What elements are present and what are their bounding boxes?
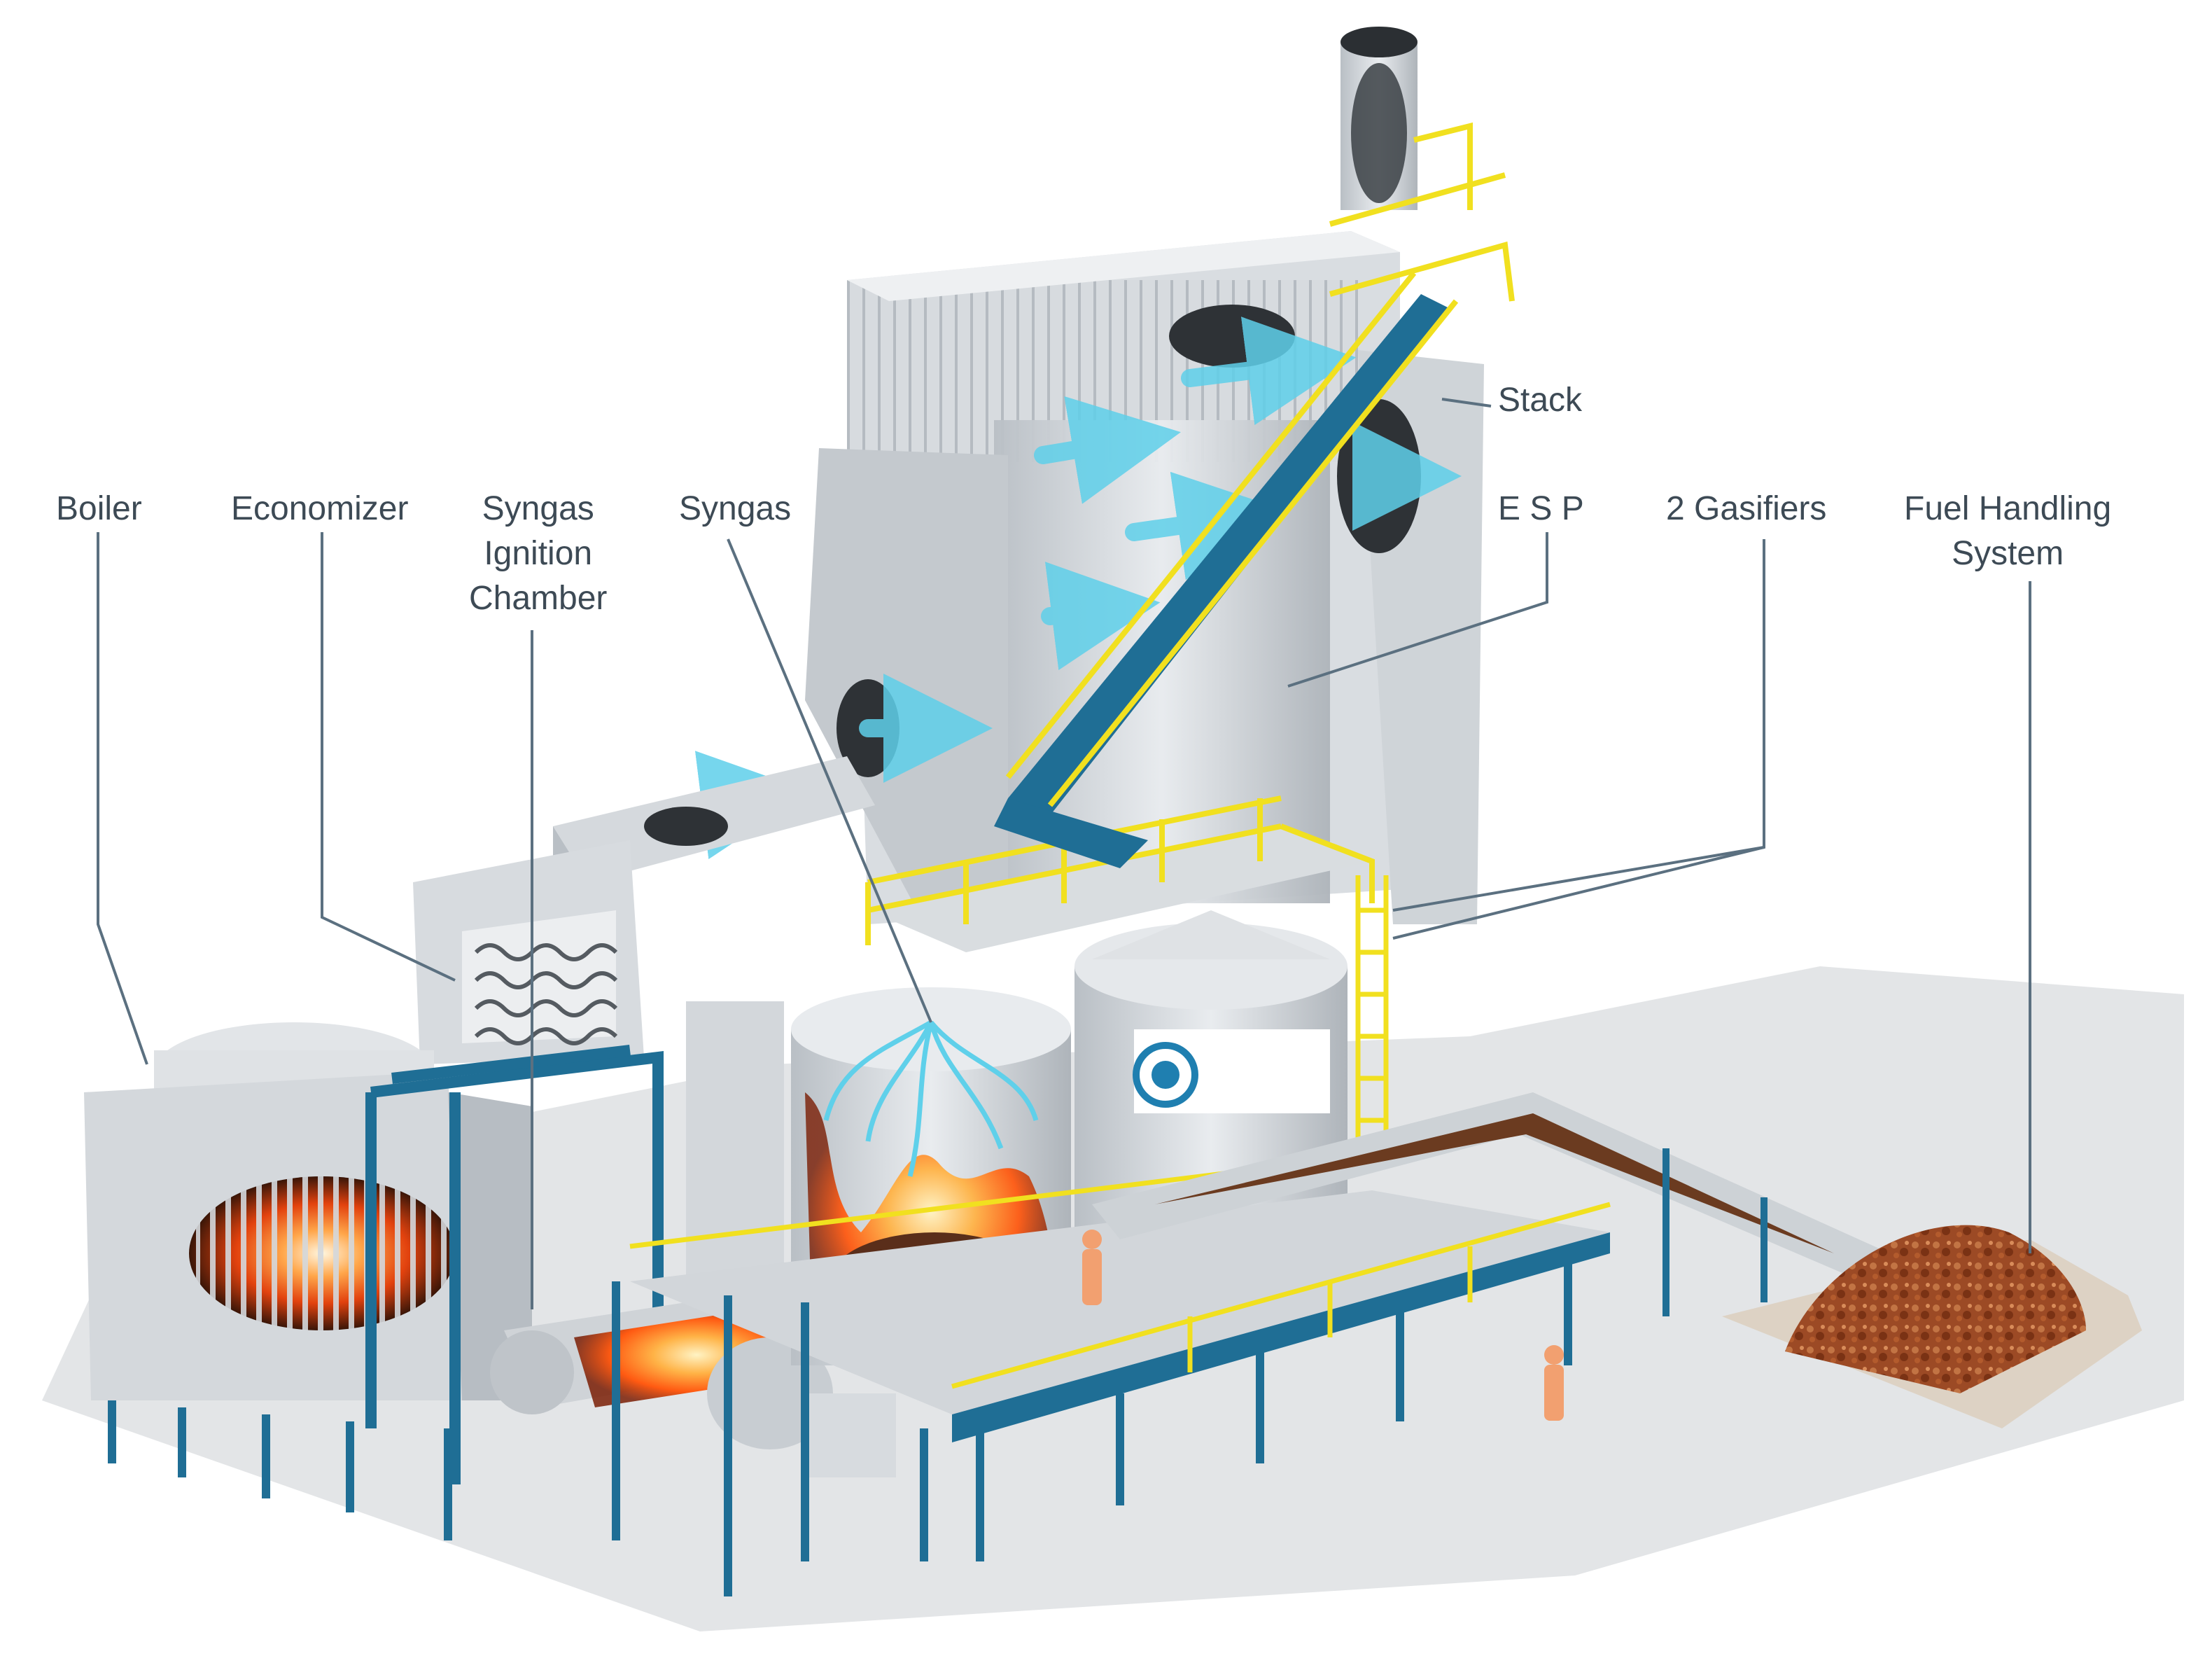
label-syngas-ignition-chamber: Syngas Ignition Chamber [469, 487, 607, 621]
label-economizer: Economizer [231, 490, 409, 527]
label-syngas-ignition-line-2: Ignition [484, 535, 593, 572]
side-ladder [1355, 875, 1389, 1162]
stack-chimney [1340, 27, 1418, 210]
label-syngas: Syngas [679, 490, 792, 527]
fuel-conveyor [1092, 1092, 1890, 1316]
syngas-leader-line [727, 538, 932, 1023]
label-syngas-ignition-line-3: Chamber [469, 580, 608, 617]
label-boiler: Boiler [56, 490, 142, 527]
worker-figures [1082, 1230, 1564, 1421]
fuel-pile [1722, 1225, 2142, 1428]
label-esp: E S P [1498, 490, 1584, 527]
economizer-unit [413, 840, 644, 1064]
label-fuel-handling-system: Fuel Handling System [1904, 487, 2111, 576]
label-gasifiers: 2 Gasifiers [1666, 490, 1827, 527]
label-stack: Stack [1498, 382, 1583, 419]
esp-leader-line [1287, 532, 1548, 688]
stack-leader-line [1441, 398, 1492, 408]
esp-housing [805, 231, 1484, 924]
lower-platform [612, 1153, 1611, 1596]
economizer-leader-line [321, 532, 456, 982]
label-fuel-handling-line-2: System [1952, 535, 2064, 572]
access-staircase [994, 122, 1515, 868]
label-syngas-ignition-line-1: Syngas [482, 490, 594, 527]
leader-lines [97, 398, 2031, 1309]
steel-frame [108, 1045, 664, 1540]
boiler-leader-line [97, 532, 148, 1065]
label-fuel-handling-line-1: Fuel Handling [1904, 490, 2112, 527]
gasifiers-leader-line-2 [1392, 846, 1765, 912]
